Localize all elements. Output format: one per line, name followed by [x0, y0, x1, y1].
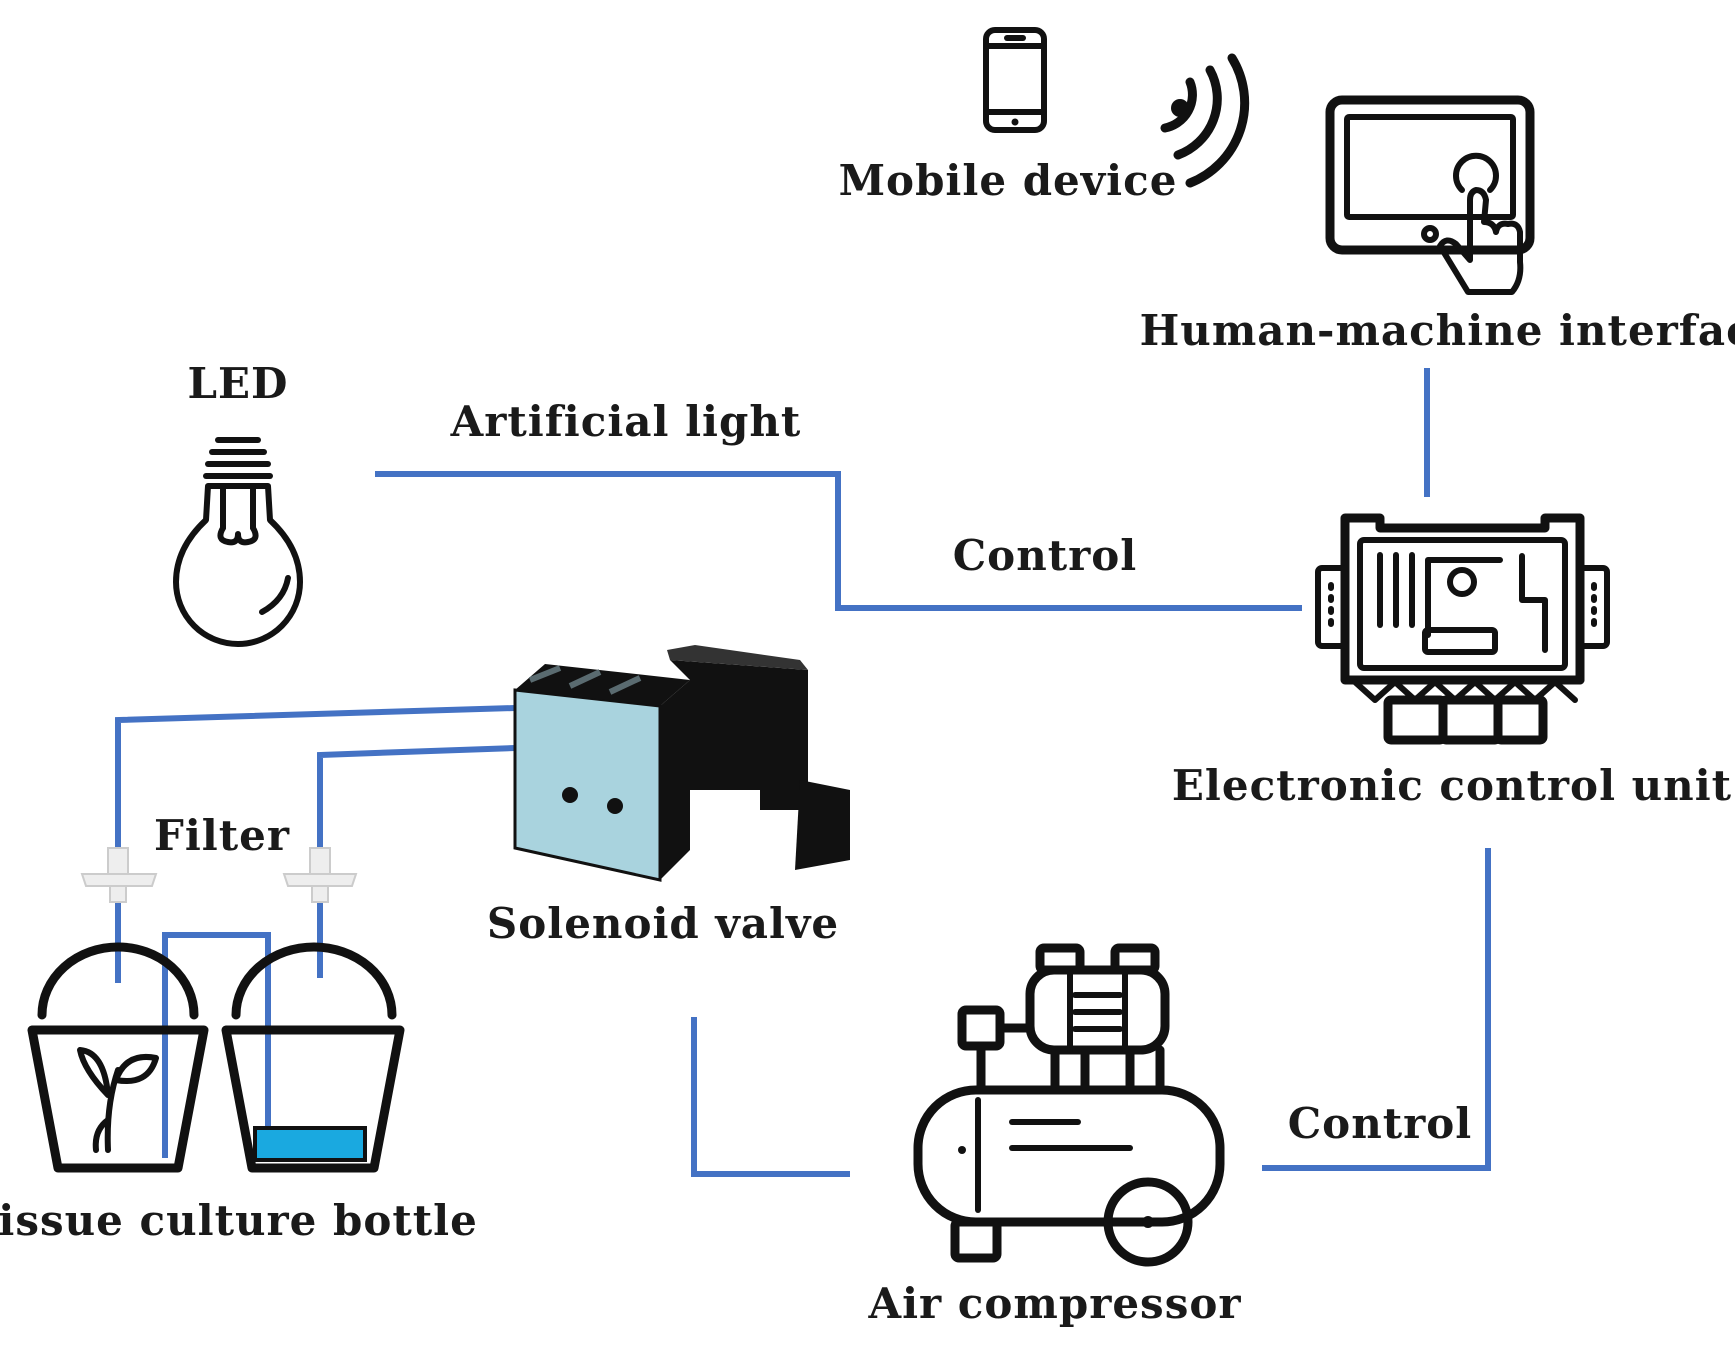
light-bulb-icon [173, 437, 303, 647]
culture-bottle-icon [27, 942, 209, 1173]
hmi-label: Human-machine interface [1140, 306, 1735, 355]
control-label-top: Control [953, 531, 1137, 580]
plant-sprout-icon [77, 1047, 159, 1153]
air-compressor-label: Air compressor [868, 1279, 1242, 1328]
filter-label: Filter [154, 811, 290, 860]
tube-between-bottles [162, 932, 271, 1158]
control-label-bottom: Control [1288, 1099, 1472, 1148]
wire-led-to-ecu [375, 471, 1302, 611]
mobile-device-label: Mobile device [839, 156, 1178, 205]
wifi-signal-icon [1160, 53, 1250, 188]
smartphone-icon [983, 27, 1047, 133]
syringe-filter-icon [80, 847, 158, 903]
touch-tablet-icon [1325, 95, 1535, 295]
tube-valve-to-left-filter [115, 705, 516, 862]
led-label: LED [188, 359, 289, 408]
connection-lines [115, 368, 1491, 1177]
tissue-culture-bottle-label: Tissue culture bottle [0, 1196, 478, 1245]
solenoid-valve-label: Solenoid valve [487, 899, 839, 948]
wire-ecu-to-compressor [1262, 848, 1491, 1171]
solenoid-valve-icon [513, 645, 850, 882]
nutrient-liquid [253, 1126, 367, 1162]
artificial-light-label: Artificial light [450, 397, 802, 446]
air-compressor-icon [913, 943, 1225, 1267]
culture-bottle-icon [221, 942, 405, 1173]
control-board-icon [1315, 513, 1610, 745]
tube-valve-to-right-filter [317, 745, 516, 862]
syringe-filter-icon [282, 847, 358, 903]
wire-valve-to-compressor [691, 1017, 850, 1177]
ecu-label: Electronic control unit [1172, 761, 1732, 810]
